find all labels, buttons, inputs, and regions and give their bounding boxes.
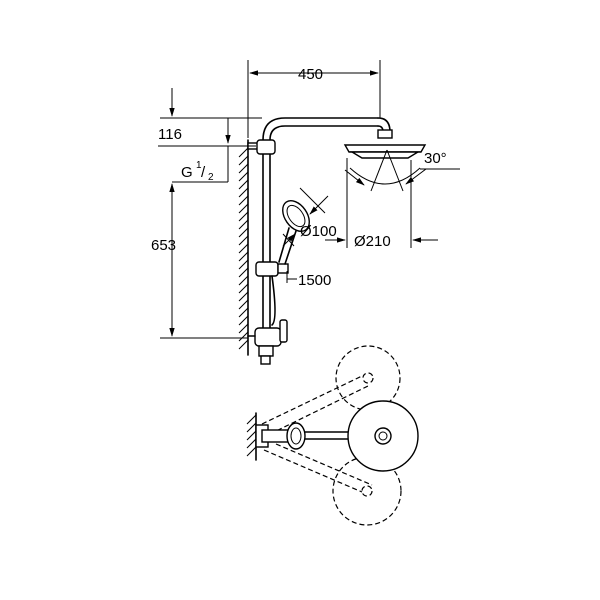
head-shower-diameter-label: Ø210 — [354, 233, 391, 250]
hatch-line — [238, 283, 249, 294]
hatch-line — [238, 291, 249, 302]
hand-shower-slider — [255, 261, 289, 277]
hatch-line — [238, 195, 249, 206]
shower-rail — [262, 117, 379, 331]
hatch-line — [238, 219, 249, 230]
dim-hand-shower-diameter: Ø100 — [282, 187, 337, 247]
dim-thread-g12: G 1 / 2 — [158, 145, 256, 183]
hand-shower-diameter-label: Ø100 — [300, 223, 337, 240]
dim-653-label: 653 — [151, 237, 176, 254]
hatch-line — [238, 267, 249, 278]
plan-wall — [246, 412, 257, 461]
thread-letter: G — [181, 164, 193, 181]
hatch-line — [238, 299, 249, 310]
plan-head-shower — [347, 400, 419, 472]
dim-head-shower-diameter: Ø210 — [325, 158, 438, 250]
hatch-line — [246, 414, 257, 425]
hatch-line — [238, 203, 249, 214]
hatch-line — [238, 323, 249, 334]
dim-116: 116 — [158, 88, 262, 144]
plan-shower-arm — [255, 422, 379, 450]
plan-swivel-down — [263, 443, 402, 526]
hatch-line — [238, 235, 249, 246]
hatch-line — [246, 422, 257, 433]
hatch-line — [238, 211, 249, 222]
shower-hose — [271, 275, 276, 326]
dim-116-label: 116 — [158, 126, 182, 143]
hatch-line — [238, 147, 249, 158]
wall-hatching — [238, 139, 249, 356]
hatch-line — [238, 339, 249, 350]
dim-tilt-angle: 30° — [344, 149, 460, 192]
thread-denominator: 2 — [208, 172, 214, 183]
hatch-line — [246, 446, 257, 457]
dim-450: 450 — [247, 60, 381, 138]
thread-slash: / — [201, 164, 206, 181]
top-wall-bracket — [247, 139, 276, 155]
dim-450-label: 450 — [298, 66, 323, 83]
hatch-line — [238, 315, 249, 326]
dim-653: 653 — [151, 183, 248, 339]
hose-length-label: 1500 — [298, 272, 331, 289]
hatch-line — [238, 187, 249, 198]
hatch-line — [238, 179, 249, 190]
hatch-line — [238, 251, 249, 262]
hatch-line — [246, 438, 257, 449]
hatch-line — [238, 307, 249, 318]
hatch-line — [238, 275, 249, 286]
dim-hose-length: 1500 — [286, 271, 331, 289]
tilt-angle-label: 30° — [424, 150, 447, 167]
hatch-line — [238, 163, 249, 174]
hatch-line — [238, 243, 249, 254]
hatch-line — [238, 259, 249, 270]
hatch-line — [238, 331, 249, 342]
head-shower — [343, 117, 427, 159]
hatch-line — [238, 227, 249, 238]
hatch-line — [238, 171, 249, 182]
hatch-line — [246, 430, 257, 441]
thread-numerator: 1 — [196, 160, 202, 171]
mixer-valve — [247, 319, 288, 365]
hatch-line — [238, 155, 249, 166]
